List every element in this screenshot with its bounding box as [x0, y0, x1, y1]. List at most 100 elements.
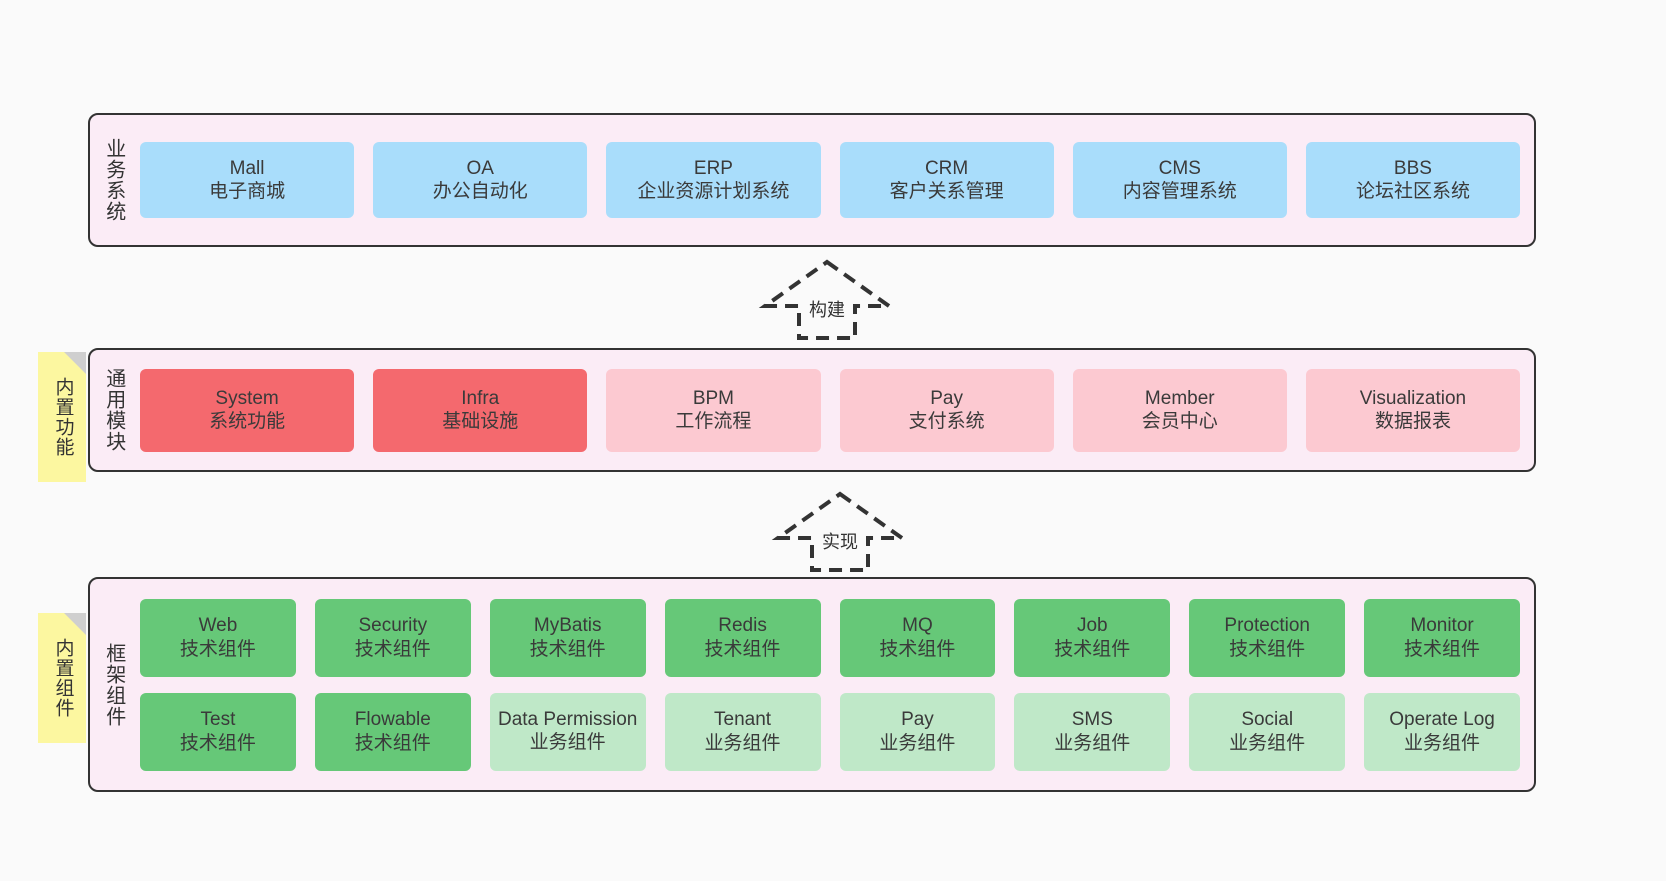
layer-common-modules-label: 通用模块	[102, 368, 125, 452]
framework-card-job[interactable]: Job 技术组件	[1014, 598, 1171, 677]
card-subtitle: 支付系统	[908, 411, 985, 432]
card-subtitle: 业务组件	[1229, 732, 1306, 754]
card-title: Data Permission	[497, 709, 638, 731]
card-title: BBS	[1393, 157, 1432, 179]
card-subtitle: 电子商城	[209, 181, 286, 202]
card-title: Monitor	[1410, 615, 1474, 637]
card-subtitle: 技术组件	[179, 638, 256, 660]
card-subtitle: 技术组件	[1229, 638, 1306, 660]
card-subtitle: 工作流程	[675, 411, 752, 432]
framework-row-2: Test 技术组件 Flowable 技术组件 Data Permission …	[140, 692, 1520, 771]
framework-row-1: Web 技术组件 Security 技术组件 MyBatis 技术组件 Redi…	[140, 598, 1520, 677]
business-card-bbs[interactable]: BBS 论坛社区系统	[1305, 142, 1521, 218]
card-title: Test	[200, 709, 236, 731]
card-subtitle: 技术组件	[354, 638, 431, 660]
card-title: CMS	[1158, 157, 1201, 179]
card-subtitle: 会员中心	[1141, 411, 1218, 432]
layer-common-modules: 通用模块 System 系统功能 Infra 基础设施 BPM 工作流程 Pay…	[88, 348, 1536, 472]
card-subtitle: 业务组件	[879, 732, 956, 754]
business-card-cms[interactable]: CMS 内容管理系统	[1072, 142, 1287, 218]
module-card-member[interactable]: Member 会员中心	[1072, 368, 1287, 452]
framework-card-test[interactable]: Test 技术组件	[140, 692, 296, 771]
connector-build-label: 构建	[806, 296, 848, 322]
framework-card-pay[interactable]: Pay 业务组件	[839, 692, 996, 771]
card-subtitle: 技术组件	[879, 638, 956, 660]
card-title: Tenant	[714, 709, 772, 731]
connector-build: 构建	[757, 258, 897, 342]
card-title: Flowable	[354, 709, 431, 731]
card-subtitle: 业务组件	[1404, 732, 1481, 754]
card-subtitle: 论坛社区系统	[1355, 181, 1470, 202]
framework-card-tenant[interactable]: Tenant 业务组件	[664, 692, 821, 771]
business-card-row: Mall 电子商城 OA 办公自动化 ERP 企业资源计划系统 CRM 客户关系…	[140, 142, 1521, 218]
framework-card-flowable[interactable]: Flowable 技术组件	[314, 692, 471, 771]
card-title: Web	[198, 615, 238, 637]
card-title: MyBatis	[533, 615, 602, 637]
note-fold-icon	[64, 613, 86, 635]
card-subtitle: 数据报表	[1374, 411, 1451, 432]
note-builtin-components-text: 内置组件	[52, 638, 74, 718]
card-title: Security	[358, 615, 428, 637]
card-subtitle: 技术组件	[354, 732, 431, 754]
card-title: Mall	[229, 157, 265, 179]
framework-card-web[interactable]: Web 技术组件	[140, 598, 296, 677]
framework-card-data-permission[interactable]: Data Permission 业务组件	[489, 692, 646, 771]
note-builtin-features-text: 内置功能	[52, 377, 74, 457]
card-subtitle: 企业资源计划系统	[637, 181, 790, 202]
card-title: Protection	[1224, 615, 1310, 637]
connector-implement-label: 实现	[819, 528, 861, 554]
framework-card-mq[interactable]: MQ 技术组件	[839, 598, 996, 677]
card-title: Pay	[930, 387, 963, 409]
card-title: MQ	[902, 615, 933, 637]
card-subtitle: 技术组件	[179, 732, 256, 754]
note-fold-icon	[64, 352, 86, 374]
card-subtitle: 技术组件	[529, 638, 606, 660]
business-card-crm[interactable]: CRM 客户关系管理	[839, 142, 1054, 218]
module-card-infra[interactable]: Infra 基础设施	[373, 368, 588, 452]
card-subtitle: 系统功能	[209, 411, 286, 432]
card-title: Redis	[718, 615, 767, 637]
card-title: Operate Log	[1389, 709, 1495, 731]
card-subtitle: 技术组件	[1054, 638, 1131, 660]
card-title: SMS	[1071, 709, 1113, 731]
layer-business-system-body: Mall 电子商城 OA 办公自动化 ERP 企业资源计划系统 CRM 客户关系…	[134, 115, 1534, 245]
card-subtitle: 业务组件	[704, 732, 781, 754]
module-card-visualization[interactable]: Visualization 数据报表	[1305, 368, 1521, 452]
module-card-pay[interactable]: Pay 支付系统	[839, 368, 1054, 452]
framework-card-monitor[interactable]: Monitor 技术组件	[1364, 598, 1520, 677]
card-title: Member	[1144, 387, 1215, 409]
module-card-bpm[interactable]: BPM 工作流程	[606, 368, 821, 452]
card-subtitle: 技术组件	[1404, 638, 1481, 660]
card-subtitle: 办公自动化	[432, 181, 528, 202]
card-title: Infra	[461, 387, 500, 409]
layer-common-modules-body: System 系统功能 Infra 基础设施 BPM 工作流程 Pay 支付系统…	[134, 350, 1534, 470]
business-card-erp[interactable]: ERP 企业资源计划系统	[606, 142, 821, 218]
layer-business-system-label: 业务系统	[102, 138, 125, 222]
framework-card-security[interactable]: Security 技术组件	[314, 598, 471, 677]
card-subtitle: 内容管理系统	[1122, 181, 1237, 202]
framework-card-redis[interactable]: Redis 技术组件	[664, 598, 821, 677]
card-title: Pay	[901, 709, 934, 731]
connector-implement: 实现	[770, 490, 910, 574]
framework-card-social[interactable]: Social 业务组件	[1189, 692, 1346, 771]
card-subtitle: 客户关系管理	[889, 181, 1004, 202]
business-card-oa[interactable]: OA 办公自动化	[373, 142, 588, 218]
layer-framework-components-body: Web 技术组件 Security 技术组件 MyBatis 技术组件 Redi…	[134, 579, 1534, 790]
layer-framework-components: 框架组件 Web 技术组件 Security 技术组件 MyBatis 技术组件…	[88, 577, 1536, 792]
layer-business-system: 业务系统 Mall 电子商城 OA 办公自动化 ERP 企业资源计划系统 CRM…	[88, 113, 1536, 247]
framework-card-mybatis[interactable]: MyBatis 技术组件	[489, 598, 646, 677]
business-card-mall[interactable]: Mall 电子商城	[140, 142, 355, 218]
framework-card-sms[interactable]: SMS 业务组件	[1014, 692, 1171, 771]
layer-framework-components-label: 框架组件	[102, 642, 125, 727]
note-builtin-features: 内置功能	[38, 352, 86, 482]
note-builtin-components: 内置组件	[38, 613, 86, 743]
card-subtitle: 业务组件	[529, 731, 606, 753]
card-title: Social	[1241, 709, 1294, 731]
card-subtitle: 基础设施	[442, 411, 519, 432]
card-title: Visualization	[1359, 387, 1467, 409]
card-title: System	[215, 387, 279, 409]
module-card-row: System 系统功能 Infra 基础设施 BPM 工作流程 Pay 支付系统…	[140, 368, 1521, 452]
framework-card-operate-log[interactable]: Operate Log 业务组件	[1364, 692, 1520, 771]
module-card-system[interactable]: System 系统功能	[140, 368, 355, 452]
framework-card-protection[interactable]: Protection 技术组件	[1189, 598, 1346, 677]
